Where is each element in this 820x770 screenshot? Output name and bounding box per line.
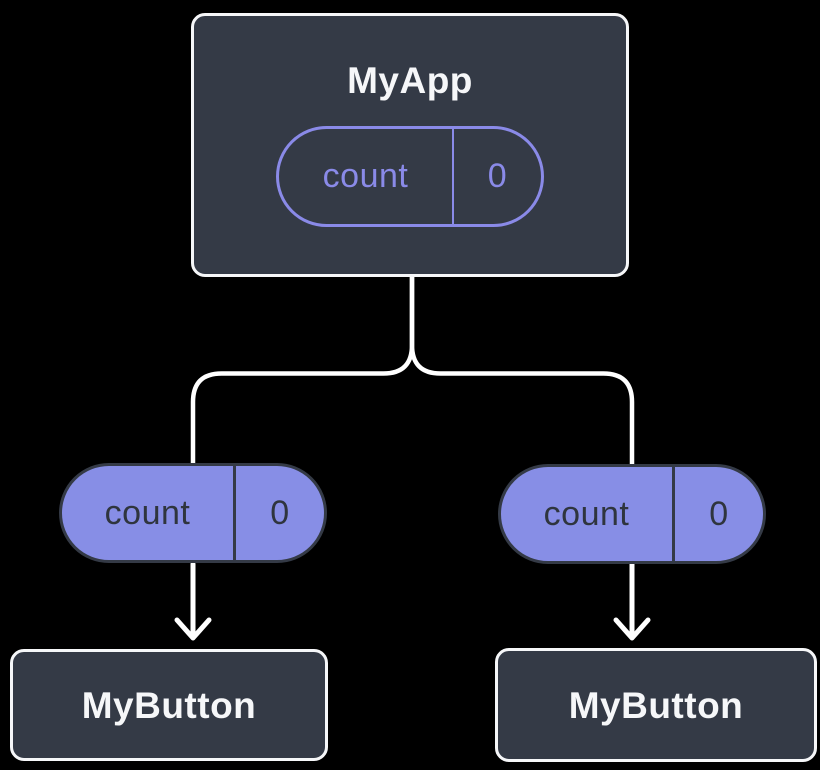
myapp-node-title: MyApp: [347, 60, 473, 101]
state-pill-label: count: [279, 129, 454, 224]
mybutton-node-right: MyButton: [495, 648, 817, 762]
mybutton-node-left: MyButton: [10, 649, 328, 761]
connector-left-branch: [190, 269, 415, 469]
myapp-node: MyApp count 0: [191, 13, 629, 277]
prop-pill-left-value: 0: [270, 493, 290, 532]
prop-pill-left: count 0: [59, 463, 327, 563]
connector-right-branch: [409, 269, 635, 471]
arrow-left-head-icon: [174, 617, 212, 641]
mybutton-node-left-title: MyButton: [81, 684, 257, 726]
prop-pill-right-label: count: [501, 467, 675, 561]
state-pill: count 0: [276, 126, 544, 227]
prop-pill-right-value: 0: [709, 494, 729, 533]
mybutton-node-right-title: MyButton: [568, 684, 744, 726]
arrow-right-head-icon: [613, 617, 651, 641]
prop-pill-left-label: count: [62, 466, 236, 560]
prop-pill-right: count 0: [498, 464, 766, 564]
state-pill-value: 0: [487, 157, 508, 195]
